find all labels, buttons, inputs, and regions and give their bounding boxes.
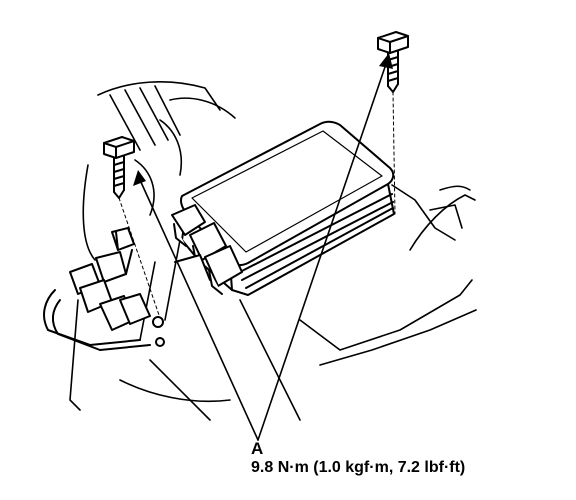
mounting-bolt-right xyxy=(377,31,409,93)
bolt-axis-lines xyxy=(118,91,396,319)
unit-connectors xyxy=(171,204,243,295)
vehicle-body-panel xyxy=(69,81,477,421)
callout-letter-a: A xyxy=(251,439,264,458)
wiring-harness-connectors xyxy=(43,227,165,351)
arrowheads xyxy=(133,53,393,186)
mounting-bolt-left xyxy=(103,136,135,199)
callout-leader-lines xyxy=(139,63,387,441)
torque-specification: 9.8 N·m (1.0 kgf·m, 7.2 lbf·ft) xyxy=(251,459,466,476)
